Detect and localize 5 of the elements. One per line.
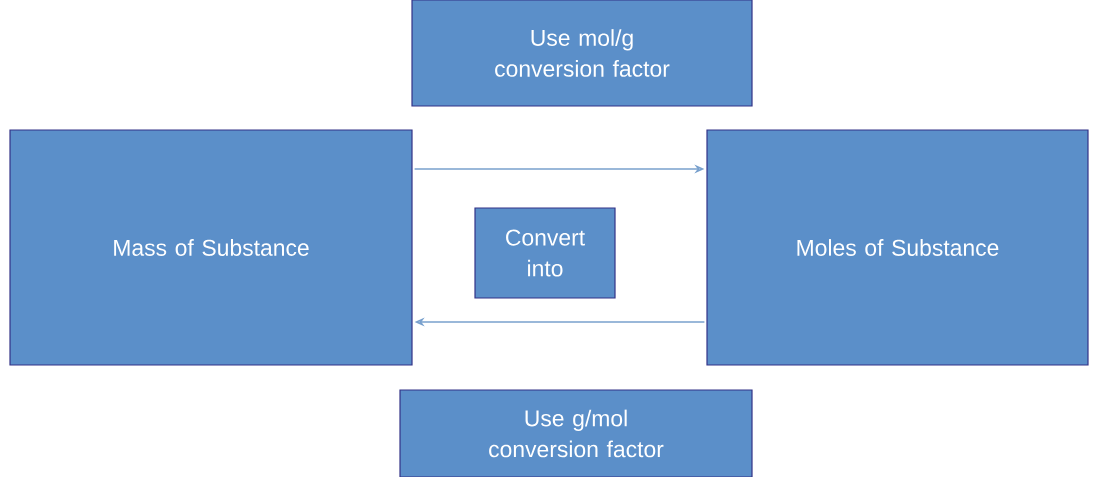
process-box: Moles of Substance [706, 129, 1089, 366]
process-box: Mass of Substance [9, 129, 413, 366]
process-box: Use mol/g conversion factor [411, 0, 753, 107]
process-box: Use g/mol conversion factor [399, 389, 753, 477]
process-box: Convert into [474, 207, 616, 299]
